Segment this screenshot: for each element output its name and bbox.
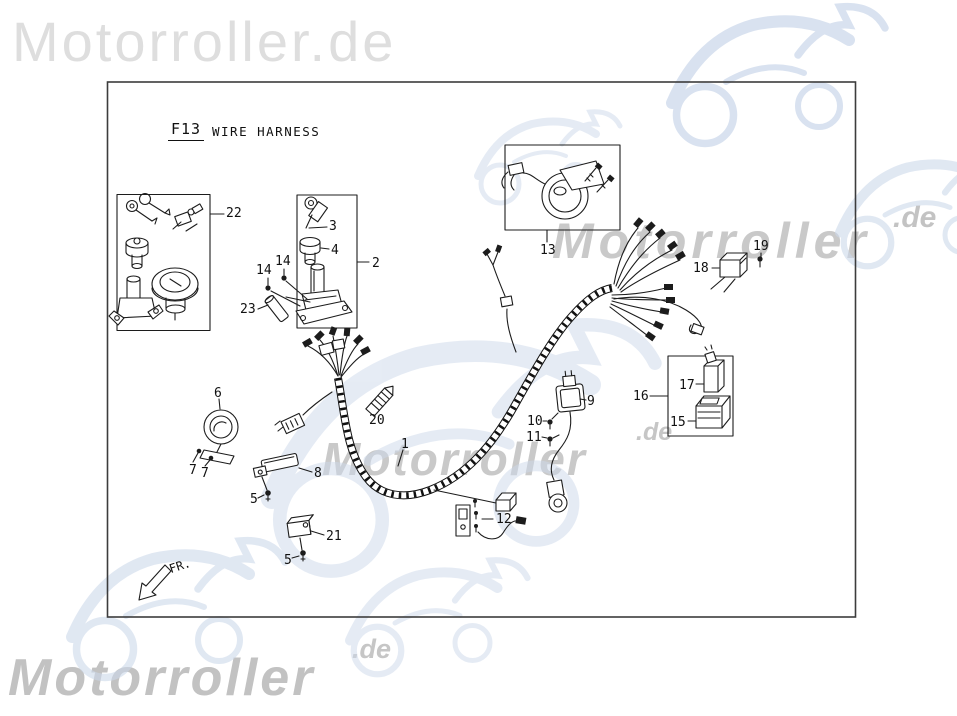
part-9-coil-drawing	[541, 370, 587, 513]
part-6-horn-drawing	[192, 398, 239, 467]
callout-17: 17	[679, 378, 695, 393]
part-1-harness-drawing	[274, 217, 705, 512]
part-22-lockset-drawing	[108, 192, 225, 332]
watermark-middle-right: Motorroller	[552, 213, 871, 269]
callout-12: 12	[496, 512, 512, 527]
callout-14b: 14	[256, 263, 272, 278]
callout-8: 8	[314, 466, 322, 481]
callout-13: 13	[540, 243, 556, 258]
figure-code: F13	[168, 120, 205, 141]
callout-18: 18	[693, 261, 709, 276]
part-19-bolt-drawing	[757, 252, 763, 268]
part-21-bracket-drawing	[286, 514, 325, 562]
part-14-bolts-drawing	[265, 268, 308, 307]
callout-7b: 7	[201, 466, 209, 481]
part-20-sleeve-drawing	[365, 385, 394, 417]
part-12-connector-drawing	[455, 499, 527, 540]
figure-title: WIRE HARNESS	[212, 124, 321, 139]
callout-22: 22	[226, 206, 242, 221]
callout-9: 9	[587, 394, 595, 409]
fr-direction-arrow-icon	[138, 564, 172, 601]
part-13-switch-drawing	[501, 144, 621, 243]
scooter-watermark-icon	[72, 7, 957, 678]
callout-10: 10	[527, 414, 543, 429]
callout-2: 2	[372, 256, 380, 271]
callout-3: 3	[329, 219, 337, 234]
part-18-relay-drawing	[710, 252, 748, 293]
callout-14a: 14	[275, 254, 291, 269]
part-2-switch-set-drawing	[295, 194, 370, 329]
callout-7a: 7	[189, 463, 197, 478]
callout-5b: 5	[284, 553, 292, 568]
callout-23: 23	[240, 302, 256, 317]
callout-19: 19	[753, 239, 769, 254]
callout-21: 21	[326, 529, 342, 544]
callout-16: 16	[633, 389, 649, 404]
watermark-bottom: Motorroller	[8, 649, 316, 707]
diagram-frame	[106, 81, 857, 618]
callout-6: 6	[214, 386, 222, 401]
watermark-top: Motorroller.de	[12, 10, 397, 73]
callout-1: 1	[401, 437, 409, 452]
callout-11: 11	[526, 430, 542, 445]
callout-20: 20	[369, 413, 385, 428]
watermark-center-de: .de	[636, 418, 673, 446]
part-16-relay-box-drawing	[649, 344, 734, 437]
callout-5a: 5	[250, 492, 258, 507]
callout-15: 15	[670, 415, 686, 430]
callout-4: 4	[331, 243, 339, 258]
part-23-pin-drawing	[257, 295, 311, 323]
part-8-bracket-drawing	[252, 453, 313, 502]
